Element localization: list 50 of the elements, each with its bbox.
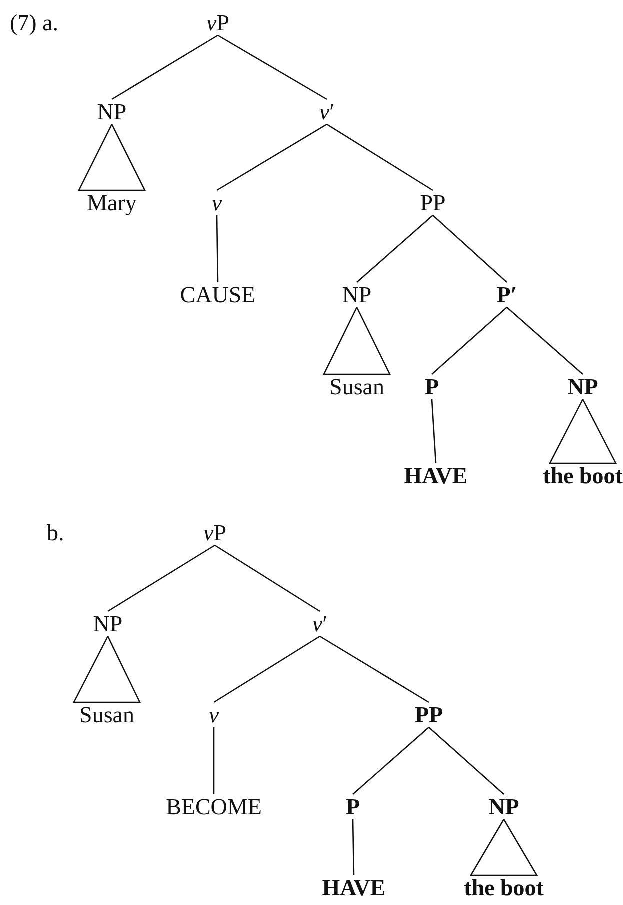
tree-node-label: NP: [342, 284, 372, 306]
roof-triangle: [78, 123, 146, 192]
roof-triangle: [322, 306, 392, 376]
roof-triangle: [72, 635, 142, 704]
tree-node-label: HAVE: [322, 876, 386, 900]
tree-node-label: the boot: [464, 876, 544, 900]
branch-line: [216, 124, 328, 192]
tree-node-label: v′: [319, 100, 335, 124]
branch-line: [432, 215, 508, 283]
tree-node-label: NP: [488, 796, 520, 818]
example-number: b.: [47, 522, 64, 544]
tree-node-label: v′: [312, 612, 328, 636]
tree-node-label: BECOME: [166, 796, 262, 818]
branch-line: [506, 307, 584, 375]
tree-node-label: CAUSE: [180, 284, 256, 306]
branch-line: [352, 819, 355, 876]
branch-line: [213, 728, 215, 794]
branch-line: [326, 124, 434, 192]
tree-node-label: P′: [496, 284, 518, 306]
branch-line: [108, 544, 216, 612]
tree-node-label: P: [424, 376, 440, 398]
branch-line: [432, 307, 508, 375]
branch-line: [216, 216, 219, 282]
tree-node-label: Mary: [87, 192, 137, 214]
roof-triangle: [470, 818, 538, 876]
branch-line: [356, 215, 434, 283]
tree-node-label: Susan: [330, 376, 384, 398]
tree-node-label: vP: [206, 12, 230, 34]
example-number: (7) a.: [10, 12, 59, 34]
branch-line: [320, 636, 430, 704]
tree-node-label: PP: [420, 192, 446, 214]
tree-node-label: HAVE: [404, 464, 468, 488]
tree-node-label: NP: [568, 376, 598, 398]
branch-line: [352, 727, 430, 795]
branch-line: [112, 34, 218, 100]
tree-node-label: v: [208, 704, 220, 726]
branch-line: [218, 34, 328, 100]
tree-node-label: the boot: [543, 464, 623, 488]
tree-node-label: NP: [97, 100, 127, 124]
tree-node-label: v: [212, 192, 222, 214]
branch-line: [431, 399, 437, 464]
roof-triangle: [548, 398, 618, 464]
branch-line: [214, 544, 320, 612]
tree-node-label: Susan: [80, 704, 134, 726]
tree-node-label: vP: [204, 522, 226, 544]
branch-line: [214, 636, 320, 704]
tree-node-label: PP: [414, 704, 444, 726]
tree-node-label: P: [346, 796, 360, 818]
branch-line: [428, 727, 504, 795]
tree-node-label: NP: [93, 612, 123, 636]
